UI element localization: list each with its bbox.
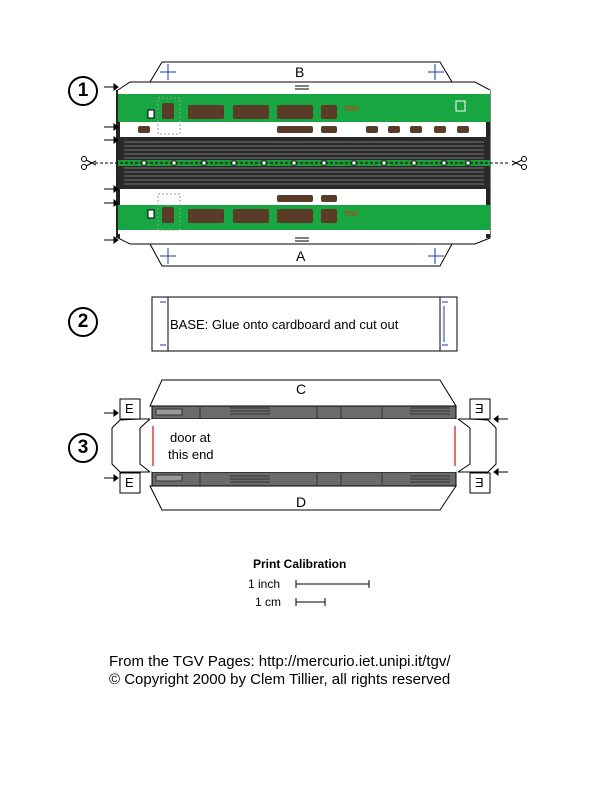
- part1-logo-top: TGV: [344, 106, 359, 113]
- part3-flap-d-label: D: [296, 494, 307, 510]
- footer-copyright-line: © Copyright 2000 by Clem Tillier, all ri…: [109, 671, 451, 688]
- part3-door-note-line2: this end: [168, 447, 214, 462]
- step-3-marker: 3: [68, 433, 98, 463]
- calibration-inch-label: 1 inch: [248, 577, 281, 591]
- part3-flap-c-label: C: [296, 381, 307, 397]
- part3-flap-e-left-bottom: E: [125, 475, 134, 490]
- part1-flap-a-label: A: [296, 248, 306, 264]
- calibration-title: Print Calibration: [253, 557, 347, 571]
- part2-base-text: BASE: Glue onto cardboard and cut out: [170, 317, 399, 332]
- step-1-marker: 1: [68, 76, 98, 106]
- footer-source-line: From the TGV Pages: http://mercurio.iet.…: [109, 653, 451, 670]
- step-2-marker: 2: [68, 307, 98, 337]
- part1-flap-b-label: B: [295, 64, 305, 80]
- calibration-cm-label: 1 cm: [255, 595, 282, 609]
- part3-door-note-line1: door at: [170, 430, 211, 445]
- part1-logo-bottom: TGV: [344, 211, 359, 218]
- part3-flap-e-left-top: E: [125, 401, 134, 416]
